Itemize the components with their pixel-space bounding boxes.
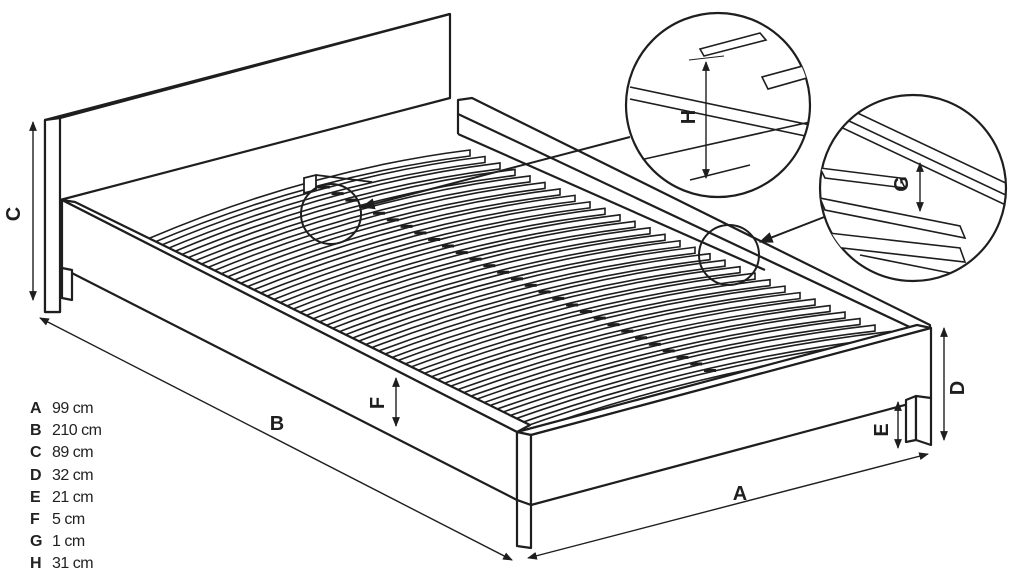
headboard bbox=[43, 12, 452, 314]
slat-holder bbox=[538, 290, 551, 294]
dim-label-g: G bbox=[891, 176, 913, 192]
slat bbox=[199, 175, 531, 272]
legend-key: B bbox=[30, 422, 42, 440]
slat bbox=[212, 181, 546, 279]
dim-label-e: E bbox=[871, 423, 893, 436]
legend-key: D bbox=[30, 466, 42, 484]
slat bbox=[174, 162, 501, 259]
legend-key: E bbox=[30, 488, 41, 506]
slat-holder bbox=[400, 224, 413, 228]
dim-label-c: C bbox=[3, 207, 25, 221]
slat-holder bbox=[648, 342, 661, 346]
slat-holder bbox=[510, 277, 523, 281]
legend-key: A bbox=[30, 400, 42, 417]
slat bbox=[438, 298, 816, 398]
dim-label-b: B bbox=[270, 413, 284, 435]
slat bbox=[161, 155, 486, 252]
slat-holder bbox=[676, 355, 689, 359]
slat-holder bbox=[704, 369, 716, 372]
slat bbox=[350, 252, 711, 352]
slat-holder bbox=[372, 211, 385, 215]
slat-holder bbox=[455, 251, 468, 255]
slat-holder bbox=[428, 237, 441, 241]
slat bbox=[237, 194, 576, 292]
slat bbox=[287, 220, 636, 319]
slat-holder bbox=[579, 310, 592, 314]
slat-holder bbox=[441, 244, 454, 248]
slat-holder bbox=[690, 362, 703, 366]
legend-value: 32 cm bbox=[52, 466, 94, 484]
legend-key: H bbox=[30, 555, 42, 573]
dim-label-f: F bbox=[367, 397, 389, 409]
legend-row-b: B 210 cm bbox=[30, 420, 180, 442]
legend-value: 99 cm bbox=[52, 400, 94, 417]
slat bbox=[249, 200, 591, 299]
legend-row-c: C 89 cm bbox=[30, 442, 180, 464]
slat-holder bbox=[566, 303, 579, 307]
slat-holder bbox=[524, 283, 537, 287]
legend-key: F bbox=[30, 510, 40, 528]
slat-holder bbox=[386, 218, 399, 222]
slat-holder bbox=[621, 329, 634, 333]
dimension-lines bbox=[29, 55, 948, 561]
slat bbox=[325, 239, 681, 338]
legend-row-e: E 21 cm bbox=[30, 487, 180, 509]
legend-value: 1 cm bbox=[52, 533, 85, 551]
dim-label-d: D bbox=[947, 381, 969, 395]
detail-circle-g bbox=[818, 93, 1008, 283]
legend-key: C bbox=[30, 444, 42, 462]
slat bbox=[312, 233, 666, 332]
legend-row-a: A 99 cm bbox=[30, 398, 180, 420]
slat-holder bbox=[317, 185, 330, 189]
legend-value: 31 cm bbox=[52, 555, 94, 573]
slat-holder bbox=[662, 349, 675, 353]
slat-holder bbox=[552, 296, 565, 300]
slat bbox=[149, 149, 471, 246]
slat bbox=[489, 324, 876, 424]
detail-markers bbox=[300, 136, 833, 286]
slat bbox=[275, 213, 621, 312]
legend-row-h: H 31 cm bbox=[30, 553, 180, 575]
legend-row-g: G 1 cm bbox=[30, 531, 180, 553]
slat bbox=[224, 187, 561, 285]
slat bbox=[463, 311, 846, 411]
slat bbox=[300, 226, 651, 325]
slat-holder bbox=[483, 264, 496, 268]
dim-label-a: A bbox=[733, 483, 747, 505]
slat-holder bbox=[345, 198, 358, 202]
slat bbox=[186, 168, 516, 266]
slat-holder bbox=[593, 316, 606, 320]
slat bbox=[337, 246, 696, 345]
center-support-bracket bbox=[303, 173, 373, 195]
slat-holder bbox=[469, 257, 482, 261]
legend-row-f: F 5 cm bbox=[30, 509, 180, 531]
slat-holder bbox=[607, 323, 620, 327]
slat bbox=[476, 317, 861, 418]
legend-value: 21 cm bbox=[52, 488, 94, 506]
slat bbox=[262, 207, 606, 305]
legend-value: 89 cm bbox=[52, 444, 94, 462]
legend-value: 210 cm bbox=[52, 422, 102, 440]
detail-circle-h bbox=[624, 11, 812, 199]
dim-label-h: H bbox=[678, 110, 700, 124]
slat-holder bbox=[635, 336, 648, 340]
legend-value: 5 cm bbox=[52, 510, 85, 528]
slat-holder bbox=[331, 192, 344, 196]
legend-row-d: D 32 cm bbox=[30, 465, 180, 487]
slat-holder bbox=[497, 270, 510, 274]
dimension-legend: A 99 cm B 210 cm C 89 cm D 32 cm E 21 cm F 5 c… bbox=[30, 398, 180, 576]
slat bbox=[413, 285, 786, 385]
slat-holder bbox=[414, 231, 427, 235]
slat bbox=[426, 291, 801, 391]
slat bbox=[451, 304, 831, 405]
legend-key: G bbox=[30, 533, 43, 551]
